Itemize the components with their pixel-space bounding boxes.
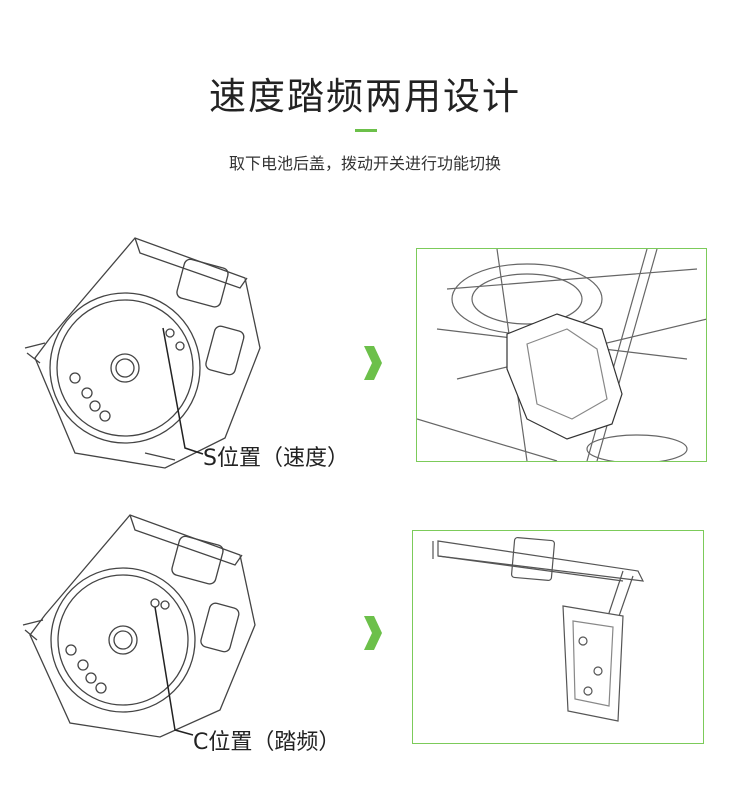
chevron-right-icon [362,344,384,382]
c-position-label: C位置（踏频） [193,730,341,755]
page-subtitle: 取下电池后盖，拨动开关进行功能切换 [228,154,501,173]
s-position-label: S位置（速度） [203,446,349,471]
accent-divider [355,129,377,132]
page-title: 速度踏频两用设计 [209,75,521,118]
wheel-hub-photo [416,248,707,462]
chevron-right-icon [362,614,384,652]
sensor-device-s-illustration [15,228,275,478]
crank-arm-photo [412,530,704,744]
sensor-device-c-illustration [15,505,275,745]
